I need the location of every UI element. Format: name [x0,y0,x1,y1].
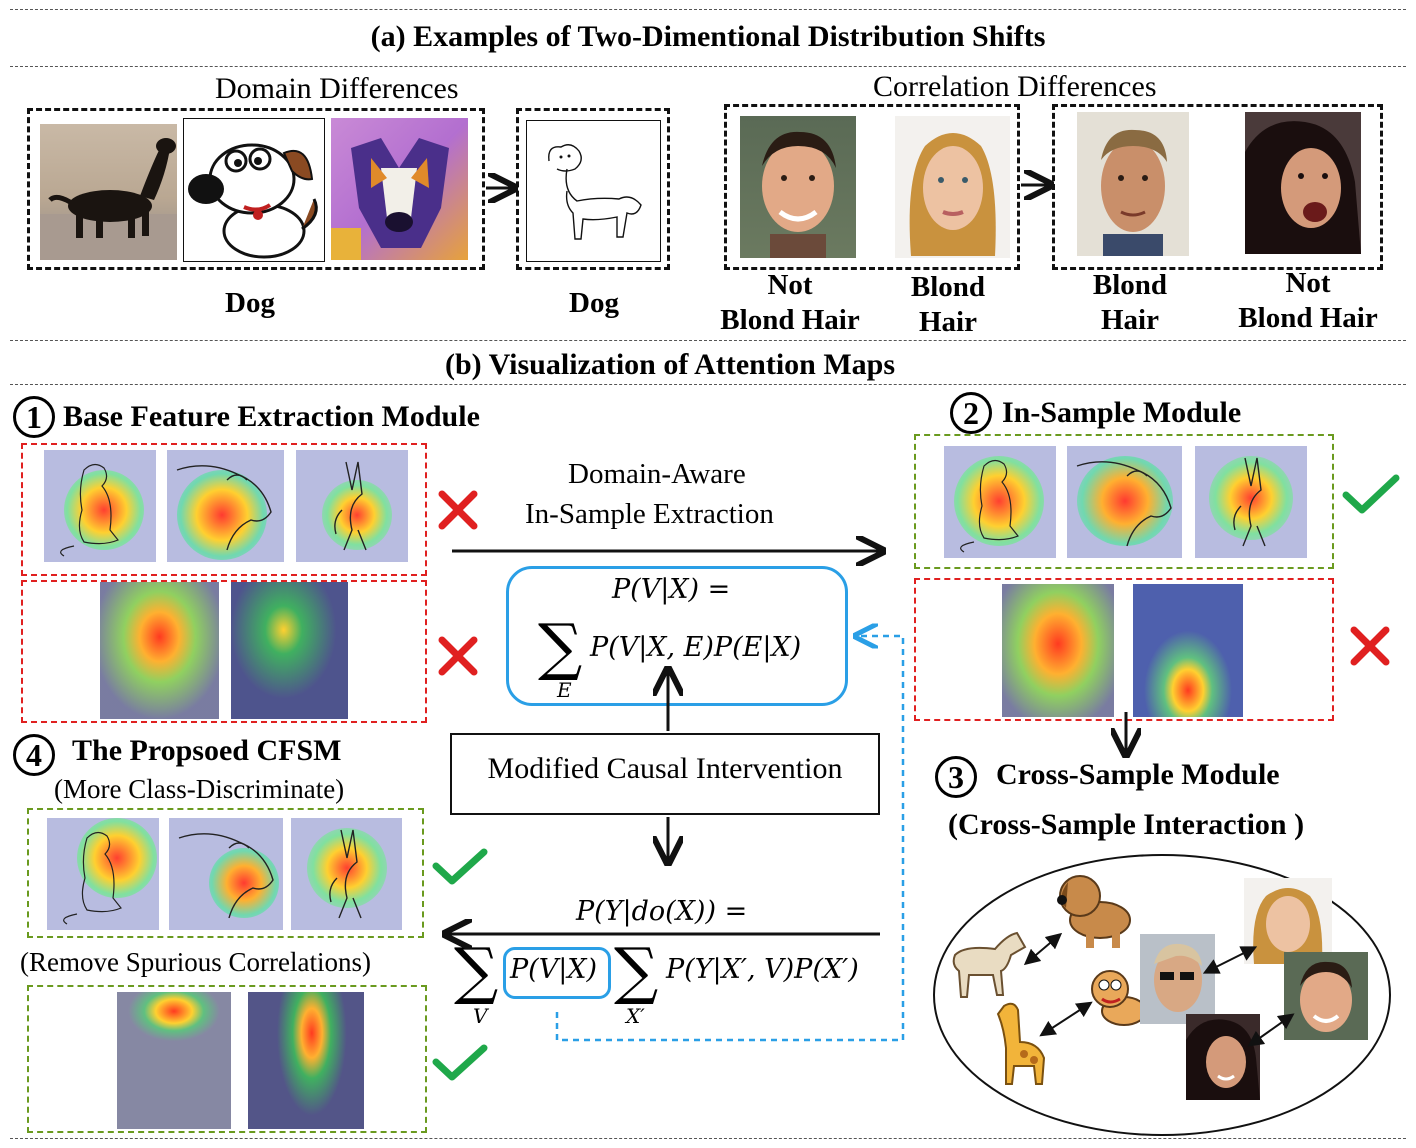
module4-face-box [27,985,427,1133]
cross-brown-dog-image [1050,868,1138,950]
m2-heatmap-cat-image [944,446,1056,558]
module4-title: The Propsoed CFSM [72,734,342,767]
module2-face-box [914,578,1334,721]
formula-do-top: P(Y|do(X)) = [576,896,748,927]
module3-number-badge: 3 [935,756,977,798]
module4-subtitle-spurious: (Remove Spurious Correlations) [20,947,371,977]
formula-in-sample-box [506,566,848,706]
dog-cartoon-image [183,118,325,262]
cross-man-sunglasses-image [1140,934,1215,1024]
module1-sketch-box [21,443,427,576]
in-sample-extraction-label-line1: Domain-Aware [568,458,746,490]
modified-causal-intervention-label: Modified Causal Intervention [487,752,843,785]
m1-heatmap-woman-image [231,582,348,719]
check-icon [432,1044,488,1081]
m4-heatmap-woman-image [248,992,364,1129]
cross-giraffe-image [978,998,1063,1088]
m2-heatmap-dog-image [1195,446,1307,558]
formula-do-sum1-icon: ∑ [454,934,499,1007]
cross-icon [438,490,478,530]
module2-title: In-Sample Module [1002,396,1242,429]
cross-blond-woman-image [1244,878,1332,964]
m2-heatmap-woman-image [1133,584,1243,717]
interaction-arrow-icon [1247,1013,1295,1047]
label-face2-line1: Blond [910,271,986,303]
check-icon [432,848,488,885]
m1-heatmap-head-image [167,450,284,562]
face-blond-man-image [1077,112,1189,256]
formula-do-highlight-box [503,947,611,999]
domain-source-box [27,108,485,270]
interaction-arrow-icon [1202,946,1258,974]
formula-do-term1: P(V|X) [510,954,598,985]
cross-icon [438,636,478,676]
label-face1-line2: Blond Hair [720,304,860,336]
domain-differences-title: Domain Differences [215,72,459,105]
interaction-arrow-icon [1039,1001,1093,1037]
label-face1-line1: Not [767,269,813,301]
cross-sample-ellipse [933,854,1391,1136]
correlation-differences-title: Correlation Differences [873,70,1157,103]
module3-title: Cross-Sample Module [996,758,1280,791]
m2-heatmap-head-image [1067,446,1182,558]
formula-do-sum2-icon: ∑ [614,934,659,1007]
module2-number-badge: 2 [950,392,992,434]
m1-heatmap-dog-image [296,450,408,562]
dog-photo-image [40,124,177,260]
check-icon [1342,474,1400,514]
label-face3-line1: Blond [1092,269,1168,301]
cross-icon [1350,626,1390,666]
formula-in-sample-sum-icon: ∑ [538,610,583,683]
formula-in-sample-body: P(V|X, E)P(E|X) [590,632,802,663]
section-a-title: (a) Examples of Two-Dimentional Distribu… [370,20,1046,53]
section-b-title: (b) Visualization of Attention Maps [444,348,896,381]
module4-number-badge: 4 [13,734,55,776]
m1-heatmap-man-image [100,582,219,719]
label-face4-line2: Blond Hair [1238,302,1378,334]
label-dog-target: Dog [569,287,619,319]
face-young-man-image [740,116,856,258]
separator-b [10,384,1406,385]
m4-heatmap-dog-image [291,818,402,930]
cross-dark-hair-woman-image [1186,1014,1260,1100]
module1-face-box [21,580,427,723]
formula-do-term2: P(Y|X′, V)P(X′) [666,954,859,985]
dog-painting-image [331,118,468,260]
separator-top [10,9,1406,10]
dog-sketch-image [526,120,661,262]
formula-in-sample-top: P(V|X) = [612,574,731,605]
formula-do-sum1-index: V [473,1004,488,1028]
cross-horse-image [945,925,1030,1000]
separator-a [10,66,1406,67]
label-face3-line2: Hair [1101,304,1159,336]
module1-number-badge: 1 [13,396,55,438]
m2-heatmap-man-image [1002,584,1114,717]
in-sample-extraction-label-line2: In-Sample Extraction [525,498,774,530]
correlation-source-box [724,104,1020,270]
interaction-arrow-icon [1023,932,1063,966]
m1-heatmap-cat-image [44,450,156,562]
m4-heatmap-man-image [117,992,231,1129]
cross-cartoon-dog-image [1080,963,1155,1035]
module4-subtitle-discriminate: (More Class-Discriminate) [54,774,345,804]
modified-causal-intervention-box [450,733,880,815]
separator-bottom [10,1138,1406,1139]
face-blond-woman-image [895,116,1010,258]
m4-heatmap-head-image [169,818,283,930]
formula-in-sample-sum-index: E [557,678,572,702]
module1-title: Base Feature Extraction Module [63,400,480,433]
face-dark-hair-woman-image [1245,112,1361,254]
module2-sketch-box [914,434,1334,569]
module4-sketch-box [27,808,424,938]
label-face4-line1: Not [1285,267,1331,299]
label-dog-source: Dog [225,287,275,319]
feedback-dashed-arrow-icon [555,636,905,1042]
cross-young-man-image [1284,952,1368,1040]
module3-subtitle: (Cross-Sample Interaction ) [948,808,1305,841]
label-face2-line2: Hair [919,306,977,338]
m4-heatmap-cat-image [47,818,159,930]
formula-do-sum2-index: X′ [626,1004,645,1028]
separator-mid [10,340,1406,341]
